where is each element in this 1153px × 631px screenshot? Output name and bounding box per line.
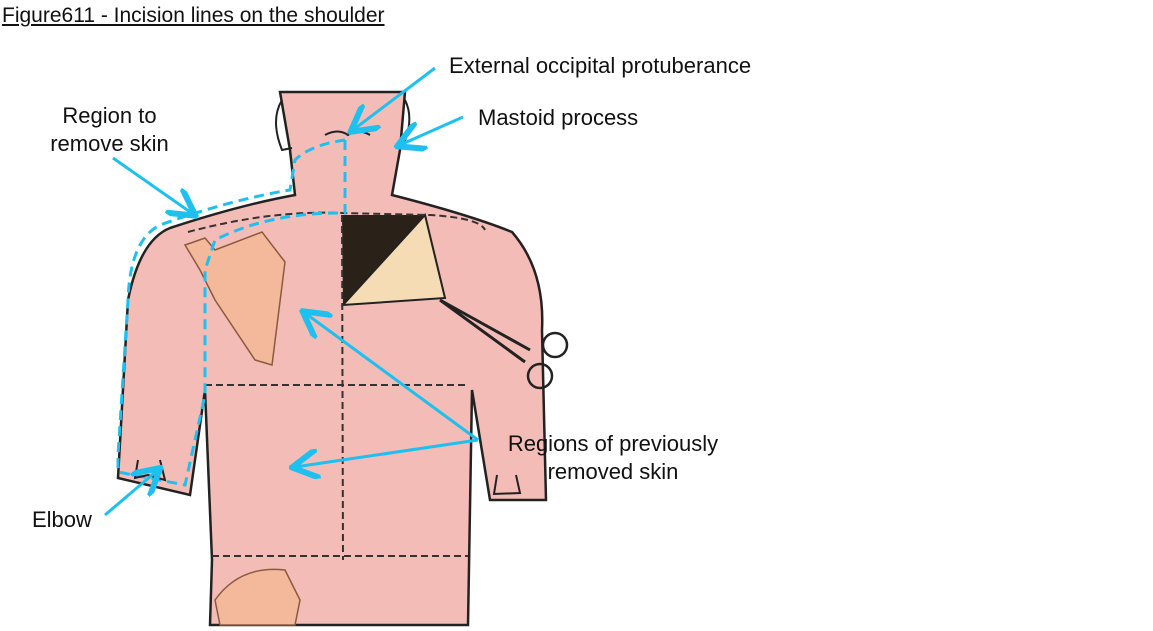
arrow-region-remove xyxy=(112,156,193,214)
figure-title: Figure611 - Incision lines on the should… xyxy=(2,4,385,27)
body-silhouette xyxy=(116,90,548,627)
label-region-remove: Region to remove skin xyxy=(42,102,177,158)
reflected-skin-flap xyxy=(340,212,447,307)
label-occipital: External occipital protuberance xyxy=(449,53,752,78)
label-line: removed skin xyxy=(547,459,679,484)
right-elbow-mark xyxy=(492,474,522,496)
arrow-previous-1 xyxy=(305,313,479,442)
incision-region-outline xyxy=(116,138,347,487)
label-line: Regions of previously xyxy=(507,431,719,456)
forceps xyxy=(439,298,569,390)
label-line: Region to xyxy=(62,103,157,128)
pelvis-bone xyxy=(214,568,301,626)
arrow-mastoid xyxy=(400,115,464,145)
scapula xyxy=(183,231,286,366)
label-previously-removed: Regions of previously removed skin xyxy=(488,430,738,486)
arrow-previous-2 xyxy=(295,438,479,467)
label-mastoid: Mastoid process xyxy=(478,105,639,130)
arrow-occipital xyxy=(353,66,436,130)
label-line: remove skin xyxy=(50,131,169,156)
left-ear xyxy=(275,99,293,152)
label-elbow: Elbow xyxy=(32,507,92,532)
arrow-elbow xyxy=(104,470,158,517)
